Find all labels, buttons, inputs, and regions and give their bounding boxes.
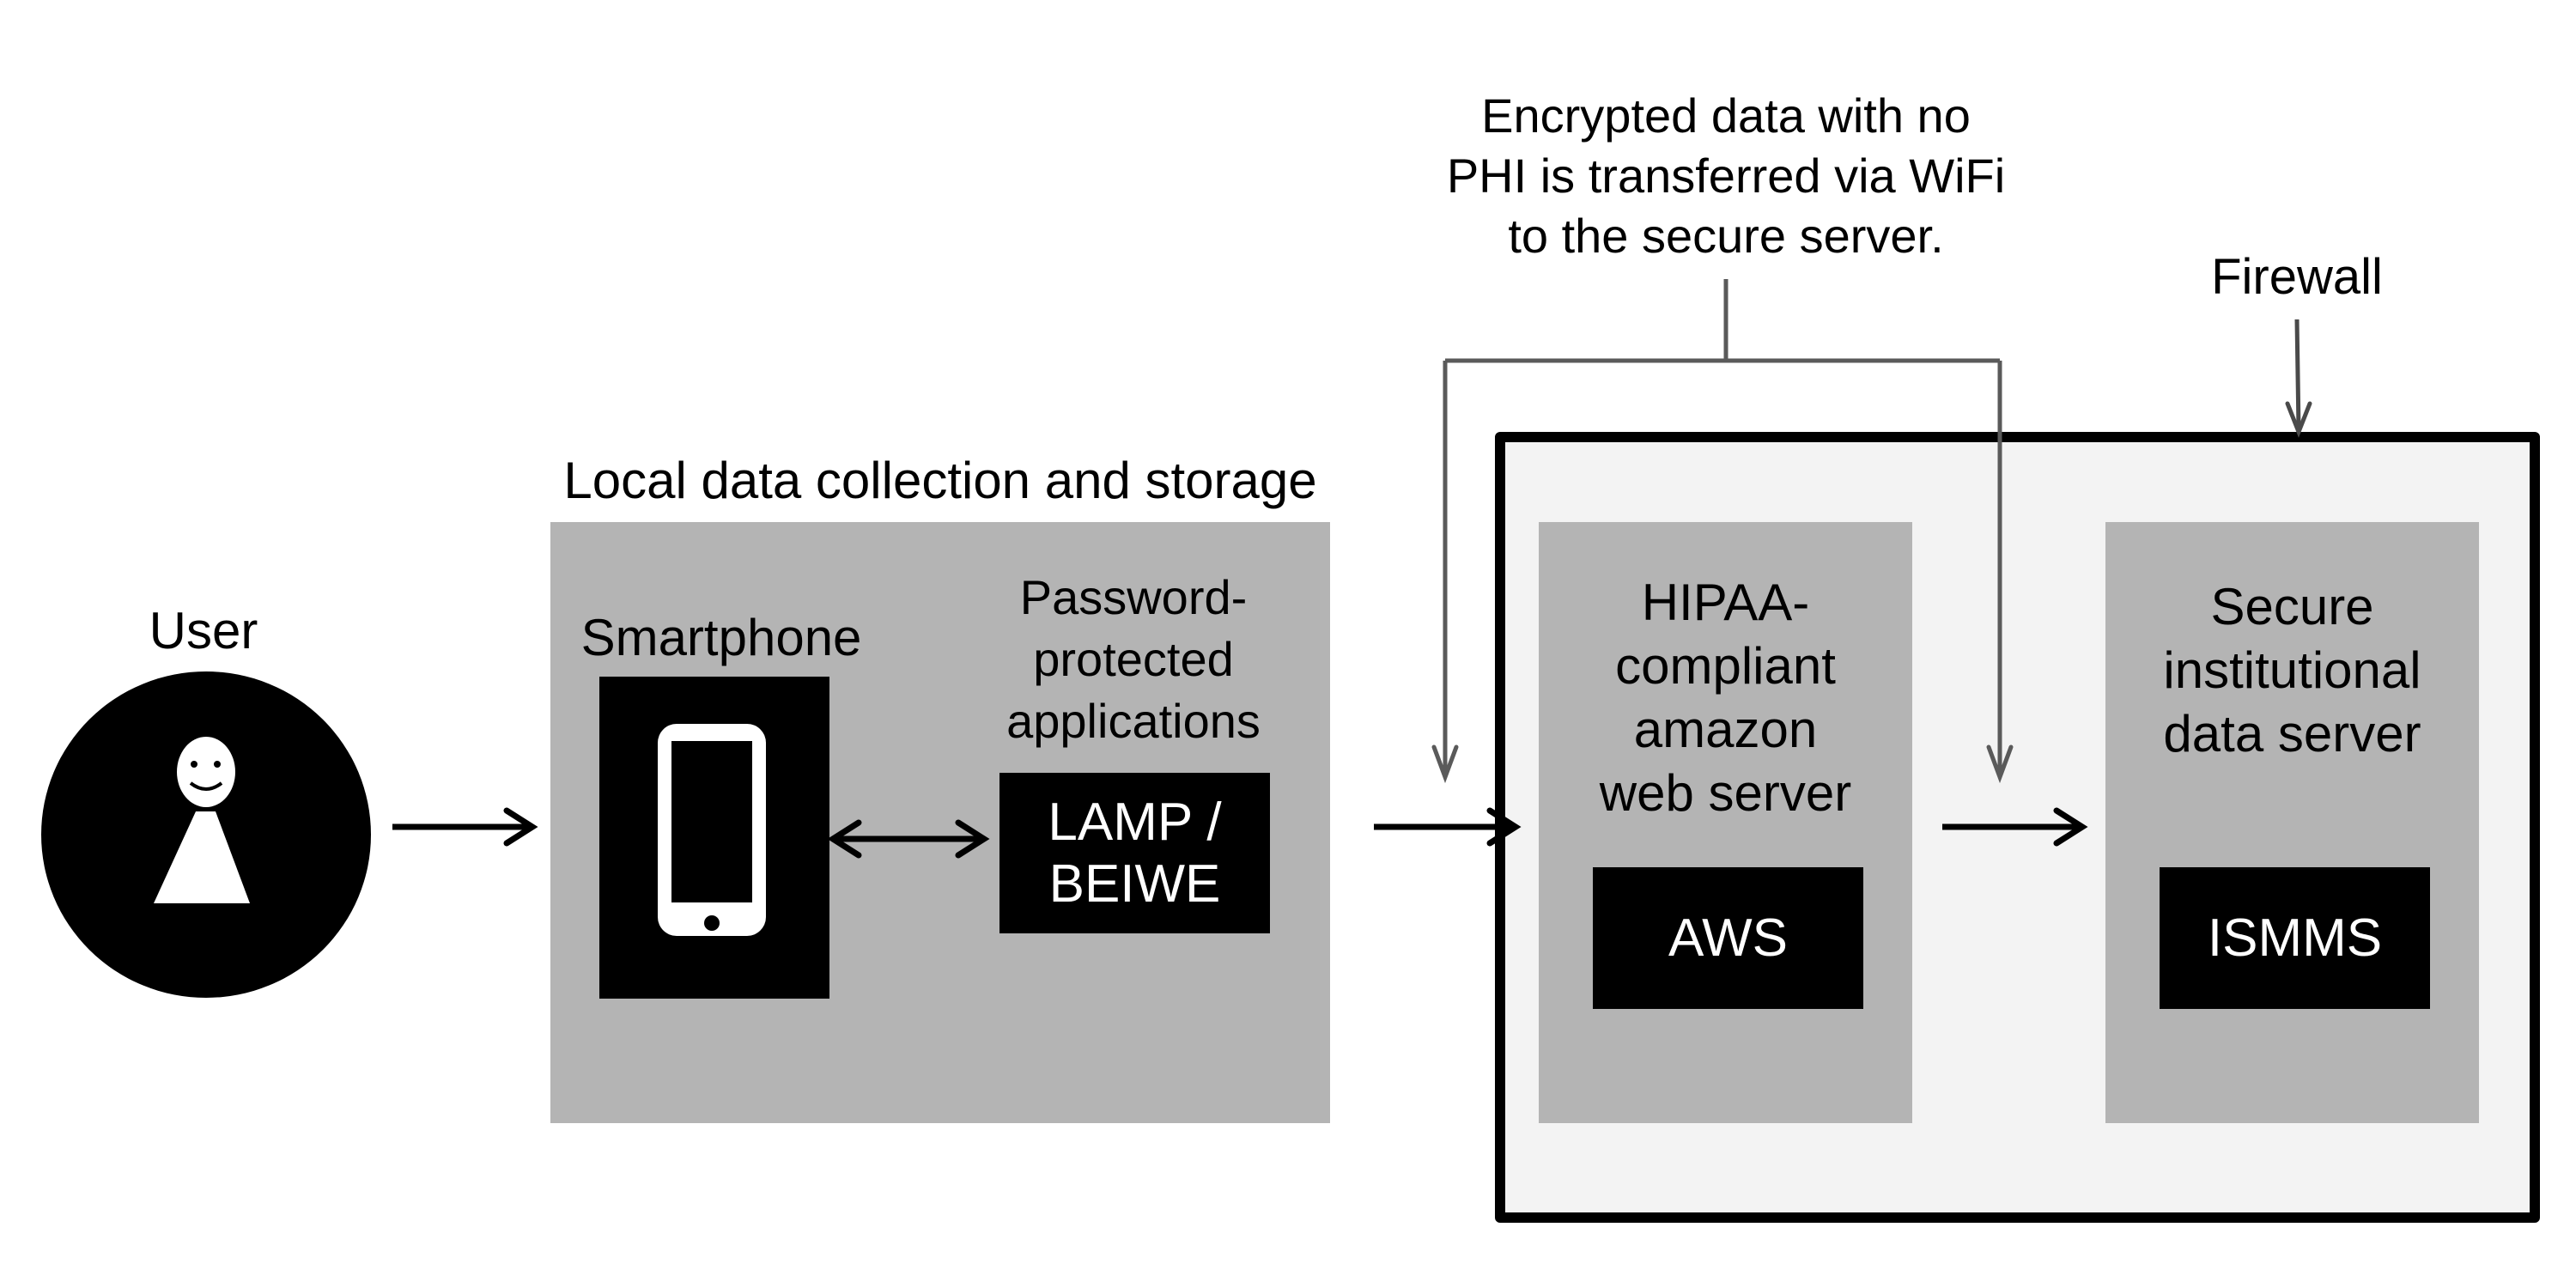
lamp-beiwe-line-2: BEIWE [1048,854,1221,914]
aws-box: AWS [1593,867,1863,1009]
institutional-label-line-1: Secure [2210,578,2374,635]
ismms-box: ISMMS [2160,867,2430,1009]
aws-panel [1539,522,1912,1123]
apps-label: Password- protected applications [962,567,1305,752]
apps-label-line-1: Password- [1019,570,1248,624]
institutional-label-line-3: data server [2163,705,2421,762]
transfer-note: Encrypted data with no PHI is transferre… [1391,86,2061,266]
apps-label-line-2: protected [1033,632,1234,686]
transfer-note-line-2: PHI is transferred via WiFi [1446,149,2006,203]
lamp-beiwe-box: LAMP / BEIWE [999,773,1270,933]
transfer-note-line-3: to the secure server. [1508,209,1944,263]
aws-label: HIPAA- compliant amazon web server [1539,571,1912,825]
institutional-panel [2105,522,2479,1123]
transfer-note-line-1: Encrypted data with no [1481,88,1971,143]
firewall-label: Firewall [2211,249,2383,305]
aws-label-line-3: amazon [1633,701,1818,758]
firewall-pointer-arrow [2285,319,2312,438]
user-label: User [149,602,258,659]
aws-label-line-2: compliant [1615,637,1836,695]
lamp-beiwe-line-1: LAMP / [1048,792,1222,852]
smartphone-label: Smartphone [580,609,862,666]
aws-label-line-1: HIPAA- [1641,574,1810,631]
aws-label-line-4: web server [1599,764,1852,822]
local-storage-title: Local data collection and storage [563,452,1317,509]
institutional-label-line-2: institutional [2163,641,2421,699]
apps-label-line-3: applications [1006,694,1261,748]
institutional-label: Secure institutional data server [2105,575,2479,766]
smartphone-box [599,677,829,999]
arrow-user-to-phone [392,807,538,847]
